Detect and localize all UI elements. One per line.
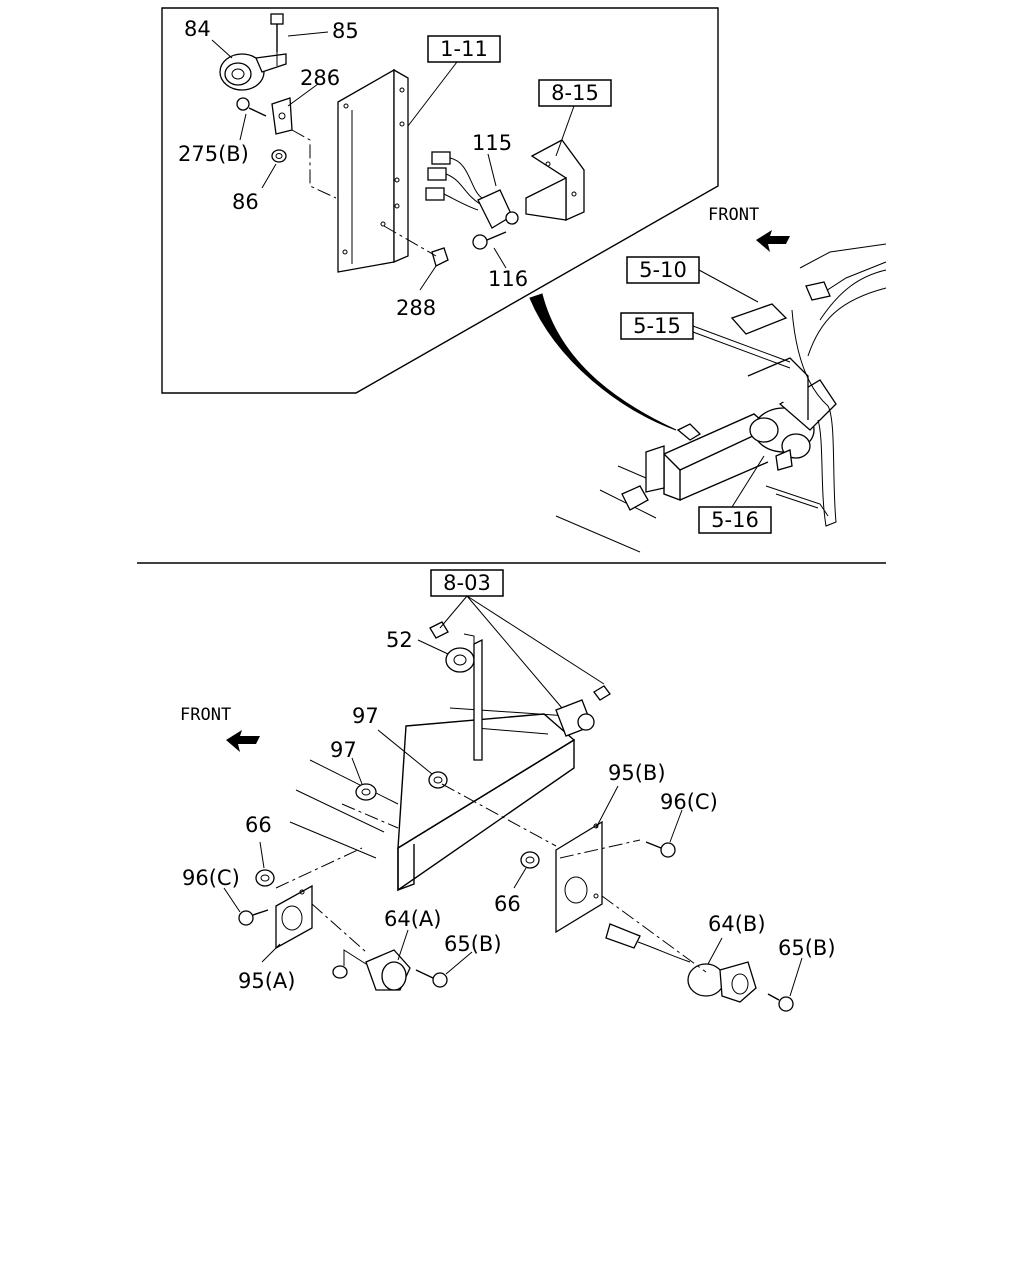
- plate-95b: [555, 820, 603, 934]
- bolt-275b: [236, 97, 267, 117]
- frame-assembly: [555, 243, 887, 553]
- sensor-84: [219, 53, 287, 91]
- detail-arrow: [529, 293, 677, 431]
- label-97-b: 97: [330, 738, 357, 762]
- front-arrow-upper: FRONT: [708, 205, 790, 252]
- label-95b: 95(B): [608, 761, 666, 785]
- ref-box-1-11: [427, 35, 501, 63]
- bracket-plate: [337, 68, 409, 273]
- label-97-a: 97: [352, 704, 379, 728]
- label-66-left: 66: [245, 813, 272, 837]
- ref-5-16: 5-16: [711, 508, 759, 532]
- label-116: 116: [488, 267, 528, 291]
- plate-95a: [275, 884, 313, 950]
- ref-box-8-15: [538, 79, 612, 107]
- washer-66-left: [255, 869, 275, 887]
- label-288: 288: [396, 296, 436, 320]
- sensor-115: [425, 151, 519, 229]
- label-86: 86: [232, 190, 259, 214]
- label-65b-left: 65(B): [444, 932, 502, 956]
- bracket-8-15: [525, 139, 585, 222]
- upper-view: FRONT 1-11 8-15 5-10 5-15 5-16 84 85 286…: [161, 7, 887, 553]
- label-96c-left: 96(C): [182, 866, 240, 890]
- ref-1-11: 1-11: [440, 37, 488, 61]
- label-85: 85: [332, 19, 359, 43]
- washer-66-right: [520, 851, 540, 869]
- ref-8-15: 8-15: [551, 81, 599, 105]
- bolt-65b-right: [767, 993, 794, 1012]
- label-286: 286: [300, 66, 340, 90]
- ref-box-5-15: [620, 312, 694, 340]
- inset-frame: [161, 7, 719, 394]
- ref-box-5-16: [698, 506, 772, 534]
- bolt-96c-right: [645, 841, 676, 858]
- label-275b: 275(B): [178, 142, 249, 166]
- label-96c-right: 96(C): [660, 790, 718, 814]
- label-65b-right: 65(B): [778, 936, 836, 960]
- bolt-65b-left: [415, 969, 448, 988]
- label-95a: 95(A): [238, 969, 295, 993]
- ref-8-03: 8-03: [443, 571, 491, 595]
- clamp-286: [271, 97, 337, 199]
- lower-view: FRONT: [180, 569, 836, 1012]
- bolt-85: [270, 13, 284, 66]
- label-115: 115: [472, 131, 512, 155]
- ref-box-8-03: [430, 569, 504, 597]
- front-label-upper: FRONT: [708, 205, 759, 225]
- label-52: 52: [386, 628, 413, 652]
- front-arrow-lower: [226, 730, 260, 752]
- label-66-right: 66: [494, 892, 521, 916]
- label-84: 84: [184, 17, 211, 41]
- sensor-64a: [332, 949, 411, 991]
- front-label-lower: FRONT: [180, 705, 231, 725]
- nut-97-a: [355, 783, 377, 801]
- bushing-52: [429, 621, 483, 761]
- nut-86: [271, 149, 287, 163]
- ref-5-10: 5-10: [639, 258, 687, 282]
- label-64a: 64(A): [384, 907, 441, 931]
- label-64b: 64(B): [708, 912, 766, 936]
- nut-288: [383, 225, 449, 267]
- ref-5-15: 5-15: [633, 314, 681, 338]
- cross-member: [289, 648, 611, 892]
- bolt-96c-left: [238, 909, 269, 926]
- bolt-116: [472, 231, 507, 250]
- sensor-64b: [605, 923, 757, 1003]
